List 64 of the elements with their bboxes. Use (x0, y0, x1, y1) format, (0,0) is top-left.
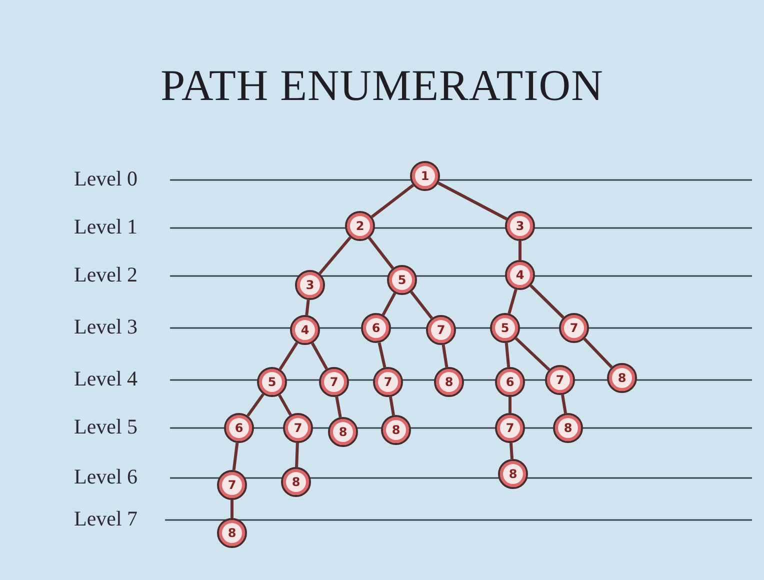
level-label: Level 1 (74, 214, 138, 240)
tree-edge (305, 300, 310, 316)
tree-edge (278, 394, 292, 416)
tree-edge (560, 394, 568, 414)
tree-edge (508, 289, 518, 314)
tree-edge (509, 442, 514, 460)
tree-edge (232, 442, 239, 470)
tree-node: 8 (281, 467, 311, 497)
tree-edge (311, 342, 328, 370)
tree-node: 8 (381, 415, 411, 445)
tree-node: 2 (345, 211, 375, 241)
level-label: Level 5 (74, 414, 138, 440)
level-label: Level 4 (74, 366, 138, 392)
level-label: Level 7 (74, 506, 138, 532)
tree-edge (518, 241, 522, 260)
tree-edge (388, 396, 396, 416)
tree-node: 6 (361, 313, 391, 343)
tree-node: 8 (498, 459, 528, 489)
tree-node: 7 (319, 367, 349, 397)
tree-edge (504, 342, 510, 368)
level-label: Level 3 (74, 314, 138, 340)
tree-edge (508, 397, 512, 413)
level-label: Level 0 (74, 166, 138, 192)
tree-edge (442, 344, 448, 368)
tree-node: 1 (410, 161, 440, 191)
tree-node: 3 (505, 211, 535, 241)
tree-node: 7 (283, 413, 313, 443)
tree-edge (378, 342, 386, 368)
tree-node: 5 (387, 265, 417, 295)
level-label: Level 2 (74, 262, 138, 288)
level-label: Level 6 (74, 464, 138, 490)
title: PATH ENUMERATION (160, 60, 604, 111)
tree-node: 8 (217, 518, 247, 548)
tree-node: 5 (257, 367, 287, 397)
tree-edge (382, 292, 396, 316)
tree-node: 7 (426, 315, 456, 345)
tree-edge (230, 500, 234, 518)
tree-edge (438, 182, 508, 220)
tree-node: 3 (295, 270, 325, 300)
tree-node: 6 (495, 367, 525, 397)
tree-edge (583, 338, 613, 368)
tree-node: 7 (373, 367, 403, 397)
tree-node: 7 (559, 313, 589, 343)
tree-node: 4 (290, 315, 320, 345)
tree-node: 4 (505, 260, 535, 290)
tree-node: 7 (495, 413, 525, 443)
tree-node: 8 (328, 417, 358, 447)
tree-node: 6 (224, 413, 254, 443)
tree-edge (514, 337, 550, 371)
tree-node: 8 (553, 413, 583, 443)
tree-node: 7 (545, 365, 575, 395)
tree-edge (246, 393, 264, 417)
tree-node: 8 (607, 363, 637, 393)
tree-edge (318, 236, 352, 275)
tree-edge (410, 290, 433, 320)
tree-edge (370, 184, 414, 218)
tree-edge (278, 342, 298, 370)
tree-node: 5 (490, 313, 520, 343)
tree-edge (295, 442, 299, 468)
tree-edge (368, 236, 394, 270)
tree-node: 8 (434, 367, 464, 397)
tree-edge (335, 396, 342, 418)
tree-edge (530, 284, 564, 319)
tree-node: 7 (217, 470, 247, 500)
